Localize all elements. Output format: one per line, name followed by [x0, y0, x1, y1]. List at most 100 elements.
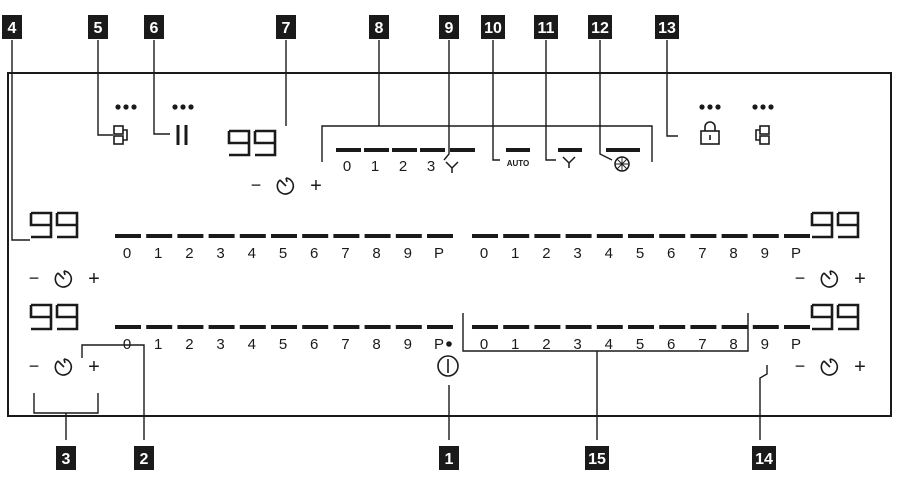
level-7[interactable]: 7: [333, 325, 360, 353]
level-0[interactable]: 0: [115, 234, 141, 262]
level-8[interactable]: 8: [364, 234, 391, 262]
timer-icon[interactable]: [820, 270, 839, 288]
level-label: 8: [729, 245, 737, 262]
timer-plus-button[interactable]: +: [854, 268, 866, 290]
callout-box: [144, 15, 164, 39]
level-1[interactable]: 1: [503, 325, 530, 353]
level-6[interactable]: 6: [659, 325, 686, 353]
level-label: 6: [310, 245, 318, 262]
hood-timer[interactable]: −+: [251, 175, 322, 197]
level-boost[interactable]: P: [427, 325, 453, 353]
timer-minus-button[interactable]: −: [29, 268, 40, 288]
level-7[interactable]: 7: [690, 234, 717, 262]
timer-plus-button[interactable]: +: [88, 356, 100, 378]
callout-1: 1: [439, 446, 459, 470]
hood-level-3[interactable]: 3: [420, 148, 445, 175]
level-7[interactable]: 7: [333, 234, 360, 262]
level-label: 5: [636, 245, 644, 262]
hood-light[interactable]: [606, 148, 640, 172]
level-4[interactable]: 4: [239, 234, 266, 262]
level-boost[interactable]: P: [427, 234, 453, 262]
level-1[interactable]: 1: [146, 234, 173, 262]
callout-number: 5: [94, 20, 103, 37]
timer-icon-tick: [63, 358, 66, 364]
level-3[interactable]: 3: [565, 325, 592, 353]
callout-box: [439, 15, 459, 39]
hood-level-label: 2: [399, 158, 407, 175]
timer-plus-button[interactable]: +: [88, 268, 100, 290]
indicator-dots-icon: [699, 104, 721, 110]
callout-number: 13: [658, 20, 676, 37]
hood-level-2[interactable]: 2: [392, 148, 417, 175]
hood-level-1[interactable]: 1: [364, 148, 389, 175]
callout-number: 2: [140, 451, 149, 468]
level-0[interactable]: 0: [472, 234, 498, 262]
level-9[interactable]: 9: [752, 325, 779, 353]
level-5[interactable]: 5: [628, 325, 654, 353]
timer-rear-right[interactable]: −+: [795, 356, 866, 378]
level-6[interactable]: 6: [302, 234, 329, 262]
level-4[interactable]: 4: [239, 325, 266, 353]
level-label: 4: [605, 336, 613, 353]
level-2[interactable]: 2: [177, 234, 204, 262]
level-5[interactable]: 5: [628, 234, 654, 262]
timer-minus-button[interactable]: −: [251, 175, 262, 195]
level-2[interactable]: 2: [534, 234, 561, 262]
level-6[interactable]: 6: [659, 234, 686, 262]
timer-front-left[interactable]: −+: [29, 268, 100, 290]
level-5[interactable]: 5: [271, 234, 297, 262]
timer-minus-button[interactable]: −: [795, 268, 806, 288]
timer-icon[interactable]: [820, 358, 839, 376]
level-7[interactable]: 7: [690, 325, 717, 353]
hood-level-label: 1: [371, 158, 379, 175]
timer-icon[interactable]: [276, 177, 295, 195]
level-1[interactable]: 1: [146, 325, 173, 353]
timer-icon[interactable]: [54, 358, 73, 376]
hood-level-0[interactable]: 0: [336, 148, 361, 175]
hood-fan[interactable]: [558, 148, 582, 168]
level-8[interactable]: 8: [721, 325, 748, 353]
timer-minus-button[interactable]: −: [29, 356, 40, 376]
level-8[interactable]: 8: [364, 325, 391, 353]
level-2[interactable]: 2: [534, 325, 561, 353]
level-boost[interactable]: P: [784, 234, 810, 262]
level-label: 6: [667, 245, 675, 262]
level-4[interactable]: 4: [596, 325, 623, 353]
level-0[interactable]: 0: [472, 325, 498, 353]
level-label: 7: [341, 336, 349, 353]
level-label: 9: [761, 245, 769, 262]
level-label: 1: [511, 245, 519, 262]
hood-boost[interactable]: [445, 148, 475, 173]
timer-front-right[interactable]: −+: [795, 268, 866, 290]
level-6[interactable]: 6: [302, 325, 329, 353]
level-3[interactable]: 3: [565, 234, 592, 262]
leader-lines: [11, 40, 768, 440]
level-9[interactable]: 9: [752, 234, 779, 262]
level-9[interactable]: 9: [395, 325, 422, 353]
timer-icon-tick: [63, 270, 66, 276]
indicator-dots-icon: [752, 104, 774, 110]
level-8[interactable]: 8: [721, 234, 748, 262]
timer-rear-left[interactable]: −+: [29, 356, 100, 378]
level-boost[interactable]: P: [784, 325, 810, 353]
timer-minus-button[interactable]: −: [795, 356, 806, 376]
level-5[interactable]: 5: [271, 325, 297, 353]
hood-auto[interactable]: AUTO: [506, 148, 530, 168]
zone-display-rear-right: 99: [810, 303, 860, 331]
level-9[interactable]: 9: [395, 234, 422, 262]
level-0[interactable]: 0: [115, 325, 141, 353]
hood-level-label: 0: [343, 158, 351, 175]
level-3[interactable]: 3: [208, 234, 235, 262]
callout-10: 10: [481, 15, 505, 39]
timer-plus-button[interactable]: +: [854, 356, 866, 378]
level-label: 0: [123, 245, 131, 262]
level-3[interactable]: 3: [208, 325, 235, 353]
level-2[interactable]: 2: [177, 325, 204, 353]
level-1[interactable]: 1: [503, 234, 530, 262]
leader-9: [443, 40, 450, 161]
timer-plus-button[interactable]: +: [310, 175, 322, 197]
timer-icon[interactable]: [54, 270, 73, 288]
level-4[interactable]: 4: [596, 234, 623, 262]
indicator-dots: [115, 104, 774, 110]
